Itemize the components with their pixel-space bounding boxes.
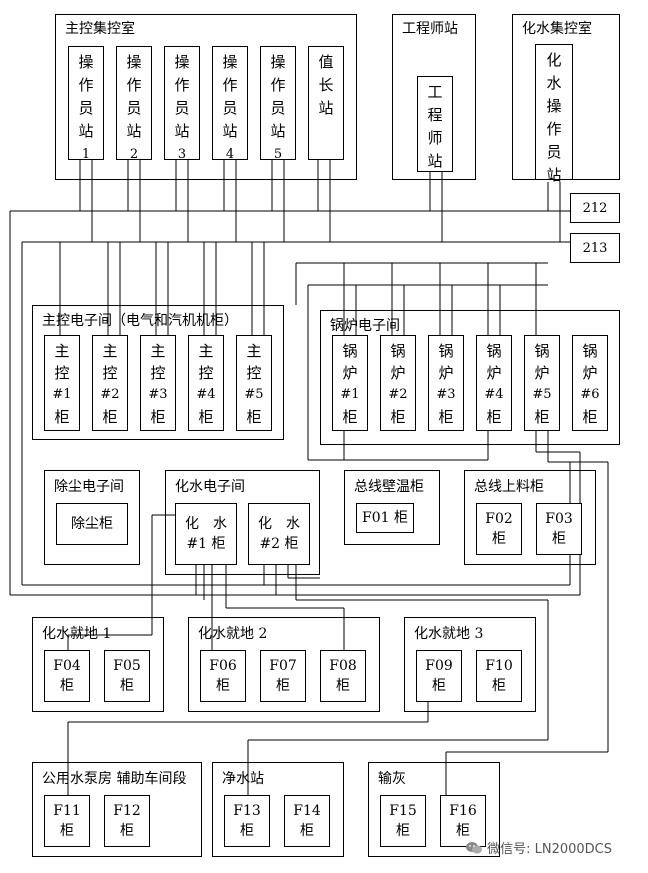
watermark-text: 微信号: LN2000DCS bbox=[487, 842, 612, 857]
water-electronics-room-label: 化水电子间 bbox=[175, 479, 245, 495]
water-local-3-room bbox=[404, 617, 536, 712]
dust-electronics-room-label: 除尘电子间 bbox=[54, 479, 124, 495]
water-purify-label: 净水站 bbox=[222, 771, 264, 787]
water-local-1-room bbox=[32, 617, 164, 712]
bus-feed-label: 总线上料柜 bbox=[474, 479, 544, 495]
main-electronics-room bbox=[32, 305, 284, 440]
water-local-1-label: 化水就地 1 bbox=[42, 626, 112, 642]
water-cabinet-1[interactable]: 化 水#1 柜 bbox=[175, 503, 237, 565]
water-local-2-room bbox=[188, 617, 380, 712]
engineer-station[interactable]: 工程师站 bbox=[417, 76, 453, 172]
water-control-room-label: 化水集控室 bbox=[522, 21, 592, 37]
water-electronics-room bbox=[165, 470, 320, 575]
cabinet-f01[interactable]: F01 柜 bbox=[356, 503, 414, 533]
pump-house-room bbox=[32, 762, 202, 857]
bus-feed-room bbox=[464, 470, 596, 565]
ash-room bbox=[368, 762, 500, 857]
ash-label: 输灰 bbox=[378, 771, 406, 787]
bus-wall-temp-label: 总线壁温柜 bbox=[354, 479, 424, 495]
water-operator-station[interactable]: 化水操作员站 bbox=[535, 44, 573, 184]
water-local-3-label: 化水就地 3 bbox=[414, 626, 484, 642]
engineer-station-room bbox=[392, 14, 476, 180]
engineer-station-label: 工程师站 bbox=[402, 21, 458, 37]
dust-electronics-room bbox=[44, 470, 140, 565]
water-local-2-label: 化水就地 2 bbox=[198, 626, 268, 642]
water-cabinet-2[interactable]: 化 水#2 柜 bbox=[248, 503, 310, 565]
network-212-tag: 212 bbox=[570, 193, 620, 223]
duty-station[interactable]: 值长站 bbox=[308, 46, 344, 160]
water-purify-room bbox=[212, 762, 344, 857]
boiler-electronics-room-label: 锅炉电子间 bbox=[330, 318, 400, 334]
wechat-icon bbox=[466, 841, 483, 853]
main-control-room-label: 主控集控室 bbox=[65, 21, 135, 37]
boiler-electronics-room bbox=[320, 310, 620, 445]
bus-wall-temp-room bbox=[344, 470, 440, 545]
dust-cabinet[interactable]: 除尘柜 bbox=[56, 503, 128, 545]
main-control-room bbox=[55, 14, 357, 180]
pump-house-label: 公用水泵房 辅助车间段 bbox=[42, 771, 187, 787]
watermark: 微信号: LN2000DCS bbox=[465, 838, 612, 857]
main-electronics-room-label: 主控电子间（电气和汽机机柜） bbox=[42, 313, 238, 329]
network-213-tag: 213 bbox=[570, 233, 620, 263]
